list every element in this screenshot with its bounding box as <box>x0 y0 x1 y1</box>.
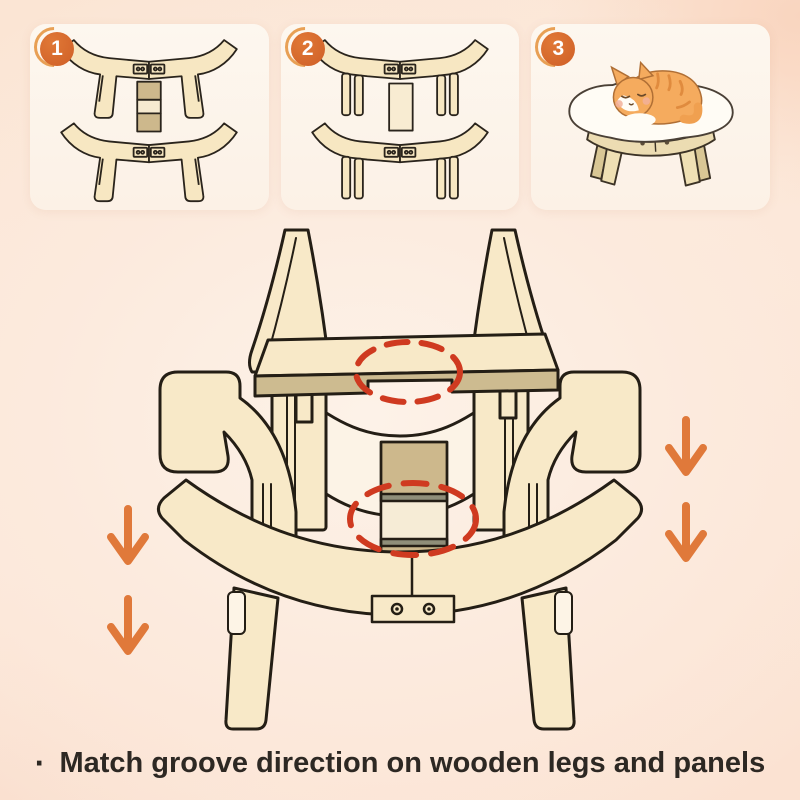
single-connector-panel <box>388 82 414 132</box>
step2-parts-illustration <box>311 39 489 200</box>
down-arrow-icon <box>107 595 149 655</box>
caption: · Match groove direction on wooden legs … <box>0 740 800 786</box>
step-1-badge: 1 <box>40 32 74 66</box>
step3-finished-hammock-illustration <box>568 60 734 187</box>
down-arrow-icon <box>665 502 707 562</box>
step-card-2: 2 <box>280 24 520 210</box>
step-number-circle: 2 <box>290 32 325 66</box>
assembly-exploded-diagram <box>107 228 707 731</box>
groove-highlight-center <box>347 480 479 558</box>
three-segment-connector <box>136 80 163 133</box>
down-arrow-icon <box>665 416 707 476</box>
step-card-3: 3 <box>531 24 771 210</box>
groove-highlight-top <box>353 339 463 405</box>
step1-parts-illustration <box>60 39 239 203</box>
step-2-badge: 2 <box>290 32 325 66</box>
steps-row: 1 <box>30 24 771 210</box>
leg-pair-top <box>60 39 239 119</box>
screw-plate <box>370 594 456 624</box>
down-arrow-icon <box>107 505 149 565</box>
leg-pair-bottom <box>60 122 239 203</box>
sleeping-cat-icon <box>609 60 703 127</box>
top-panel <box>253 332 560 424</box>
caption-text: Match groove direction on wooden legs an… <box>59 746 766 779</box>
step-card-1: 1 <box>30 24 269 210</box>
caption-bullet: · <box>34 744 46 781</box>
front-cross-piece <box>157 478 643 731</box>
forked-leg-pair-bottom <box>311 122 489 200</box>
step-number-circle: 3 <box>541 32 576 66</box>
step-3-badge: 3 <box>541 32 576 66</box>
forked-leg-pair-top <box>311 39 489 117</box>
step-number-circle: 1 <box>40 32 74 66</box>
